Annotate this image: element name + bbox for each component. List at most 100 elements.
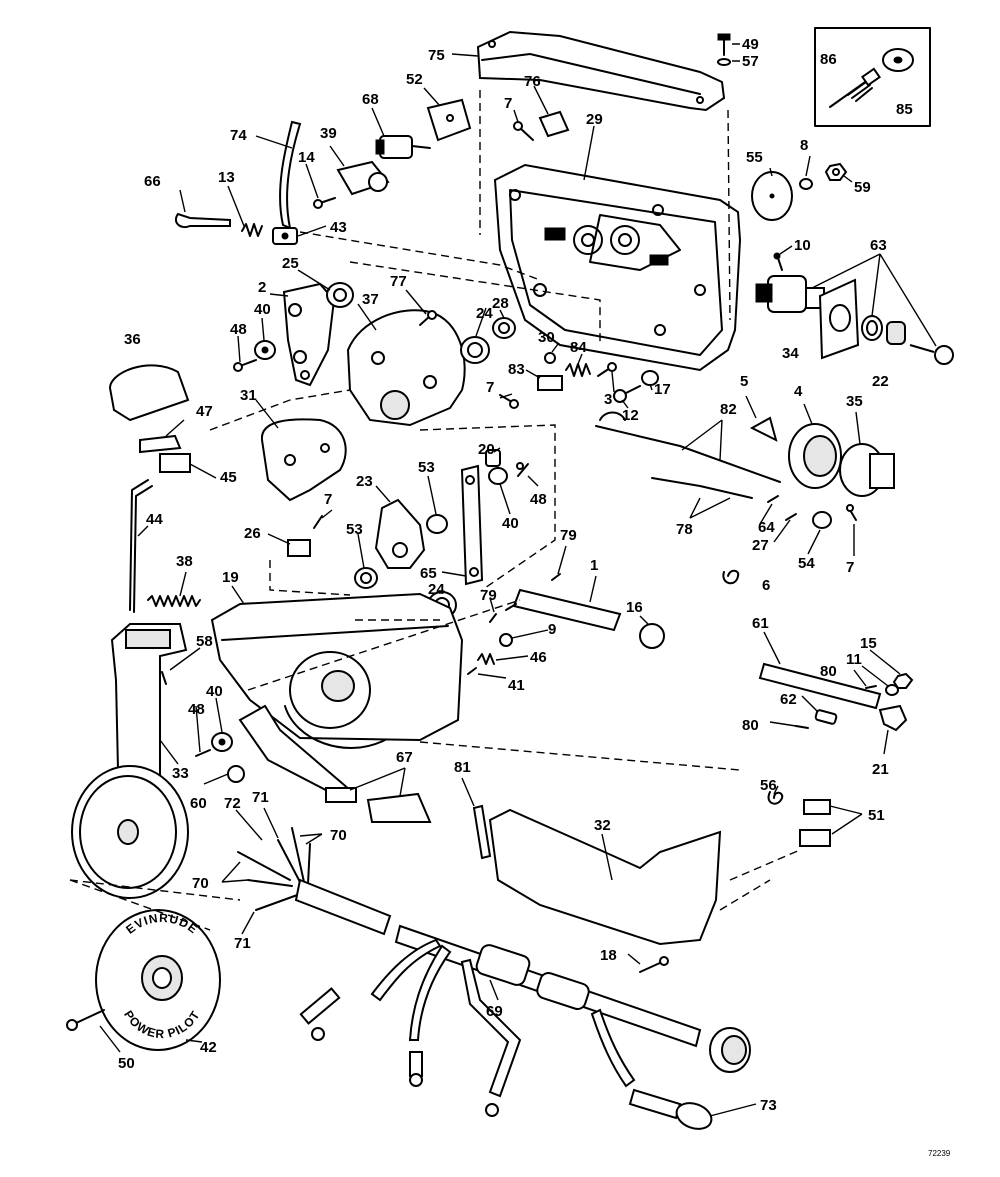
nut-15 bbox=[892, 672, 914, 689]
callout-63: 63 bbox=[870, 237, 887, 254]
ball-30 bbox=[544, 352, 556, 364]
callout-26: 26 bbox=[244, 525, 261, 542]
callout-84: 84 bbox=[570, 339, 587, 356]
callout-80-lower: 80 bbox=[742, 717, 759, 734]
callout-7-right: 7 bbox=[846, 559, 854, 576]
clip-6 bbox=[722, 569, 740, 585]
pin-80-upper bbox=[865, 685, 877, 689]
wire-leads-70 bbox=[237, 827, 311, 887]
top-cover-75 bbox=[476, 30, 726, 112]
screw-77 bbox=[419, 310, 437, 326]
washer-40-mid bbox=[488, 467, 508, 485]
callout-29: 29 bbox=[586, 111, 603, 128]
callout-62: 62 bbox=[780, 691, 797, 708]
link-65 bbox=[460, 464, 484, 586]
bushing-53-lower bbox=[354, 567, 378, 589]
bezel-34 bbox=[818, 278, 860, 360]
cam-23 bbox=[374, 498, 426, 569]
key-63 bbox=[909, 344, 954, 365]
callout-24-upper: 24 bbox=[476, 305, 493, 322]
callout-76: 76 bbox=[524, 73, 541, 90]
callout-9: 9 bbox=[548, 621, 556, 638]
bushing-53-upper bbox=[426, 514, 448, 534]
plate-83 bbox=[537, 375, 563, 391]
callout-20: 20 bbox=[478, 441, 495, 458]
callout-31: 31 bbox=[240, 387, 257, 404]
callout-43: 43 bbox=[330, 219, 347, 236]
bushing-20 bbox=[485, 449, 501, 467]
callout-8: 8 bbox=[800, 137, 808, 154]
screw-41 bbox=[467, 667, 477, 675]
callout-33: 33 bbox=[172, 765, 189, 782]
knob-66 bbox=[174, 212, 231, 228]
callout-7-mid: 7 bbox=[486, 379, 494, 396]
callout-32: 32 bbox=[594, 817, 611, 834]
callout-60: 60 bbox=[190, 795, 207, 812]
gauge-35 bbox=[839, 443, 895, 497]
screw-14 bbox=[313, 197, 336, 209]
callout-58: 58 bbox=[196, 633, 213, 650]
stud-86 bbox=[829, 67, 881, 108]
callout-38: 38 bbox=[176, 553, 193, 570]
screw-10 bbox=[773, 252, 783, 271]
spring-13 bbox=[241, 223, 263, 237]
washer-40-lower bbox=[211, 732, 233, 752]
screw-48-lower bbox=[195, 749, 211, 757]
callout-64: 64 bbox=[758, 519, 775, 536]
screw-7-top bbox=[513, 121, 534, 141]
spring-38 bbox=[147, 595, 201, 607]
callout-57: 57 bbox=[742, 53, 759, 70]
callout-2: 2 bbox=[258, 279, 266, 296]
clamp-21 bbox=[878, 704, 908, 732]
callout-16: 16 bbox=[626, 599, 643, 616]
callout-48-lower: 48 bbox=[188, 701, 205, 718]
callout-39: 39 bbox=[320, 125, 337, 142]
callout-69: 69 bbox=[486, 1003, 503, 1020]
callout-78: 78 bbox=[676, 521, 693, 538]
washer-40-upper bbox=[254, 340, 276, 360]
callout-18: 18 bbox=[600, 947, 617, 964]
switch-39 bbox=[336, 160, 390, 196]
ignition-switch-63 bbox=[755, 275, 825, 313]
callout-35: 35 bbox=[846, 393, 863, 410]
wire-lead-71 bbox=[255, 893, 301, 911]
callout-1: 1 bbox=[590, 557, 598, 574]
rod-61 bbox=[758, 662, 882, 710]
callout-48-mid: 48 bbox=[530, 491, 547, 508]
callout-81: 81 bbox=[454, 759, 471, 776]
plate-55 bbox=[751, 171, 793, 221]
callout-53-upper: 53 bbox=[418, 459, 435, 476]
callout-21: 21 bbox=[872, 761, 889, 778]
callout-3: 3 bbox=[604, 391, 612, 408]
clip-43 bbox=[272, 227, 298, 245]
pin-79-lower bbox=[489, 603, 517, 623]
callout-5: 5 bbox=[740, 373, 748, 390]
callout-30: 30 bbox=[538, 329, 555, 346]
washer-57 bbox=[717, 58, 731, 66]
callout-19: 19 bbox=[222, 569, 239, 586]
cap-16 bbox=[639, 623, 665, 649]
inset-box bbox=[814, 27, 931, 127]
callout-labels: 75 49 57 86 85 52 76 7 29 68 39 74 14 66… bbox=[118, 36, 913, 1114]
nut-59 bbox=[824, 162, 848, 181]
spring-84 bbox=[565, 363, 591, 377]
decal-42: EVINRUDE POWER PILOT bbox=[95, 909, 221, 1051]
pin-27 bbox=[785, 513, 797, 521]
callout-50: 50 bbox=[118, 1055, 135, 1072]
callout-75: 75 bbox=[428, 47, 445, 64]
callout-51: 51 bbox=[868, 807, 885, 824]
screw-48-upper bbox=[233, 359, 257, 372]
pin-64 bbox=[767, 495, 779, 503]
callout-36: 36 bbox=[124, 331, 141, 348]
screw-3 bbox=[597, 362, 617, 377]
gauge-4 bbox=[788, 423, 842, 489]
spring-46 bbox=[477, 653, 495, 665]
cap-22 bbox=[886, 321, 906, 345]
screw-48-mid bbox=[516, 462, 529, 477]
callout-71-bottom: 71 bbox=[234, 935, 251, 952]
clip-56 bbox=[767, 791, 784, 805]
callout-65: 65 bbox=[420, 565, 437, 582]
leader-lines bbox=[99, 43, 937, 1117]
handwheel bbox=[71, 765, 189, 899]
